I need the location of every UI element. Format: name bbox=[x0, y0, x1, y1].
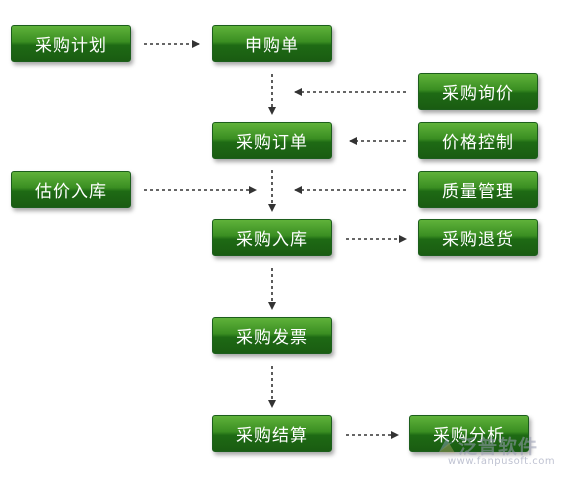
node-purchase-stock-in: 采购入库 bbox=[212, 219, 332, 256]
node-purchase-inquiry: 采购询价 bbox=[418, 73, 538, 110]
node-purchase-return: 采购退货 bbox=[418, 219, 538, 256]
brand-logo-icon bbox=[439, 437, 455, 453]
node-purchase-analysis: 采购分析 bbox=[409, 415, 529, 452]
watermark-brand: 泛普软件 bbox=[458, 436, 539, 458]
node-estimated-stock-in: 估价入库 bbox=[11, 171, 131, 208]
node-purchase-plan: 采购计划 bbox=[11, 25, 131, 62]
node-purchase-order: 采购订单 bbox=[212, 122, 332, 159]
watermark-url: www.fanpusoft.com bbox=[448, 456, 556, 467]
node-quality-management: 质量管理 bbox=[418, 171, 538, 208]
node-price-control: 价格控制 bbox=[418, 122, 538, 159]
node-purchase-settlement: 采购结算 bbox=[212, 415, 332, 452]
node-purchase-request: 申购单 bbox=[212, 25, 332, 62]
watermark: 泛普软件 www.fanpusoft.com bbox=[436, 432, 560, 472]
node-purchase-invoice: 采购发票 bbox=[212, 317, 332, 354]
